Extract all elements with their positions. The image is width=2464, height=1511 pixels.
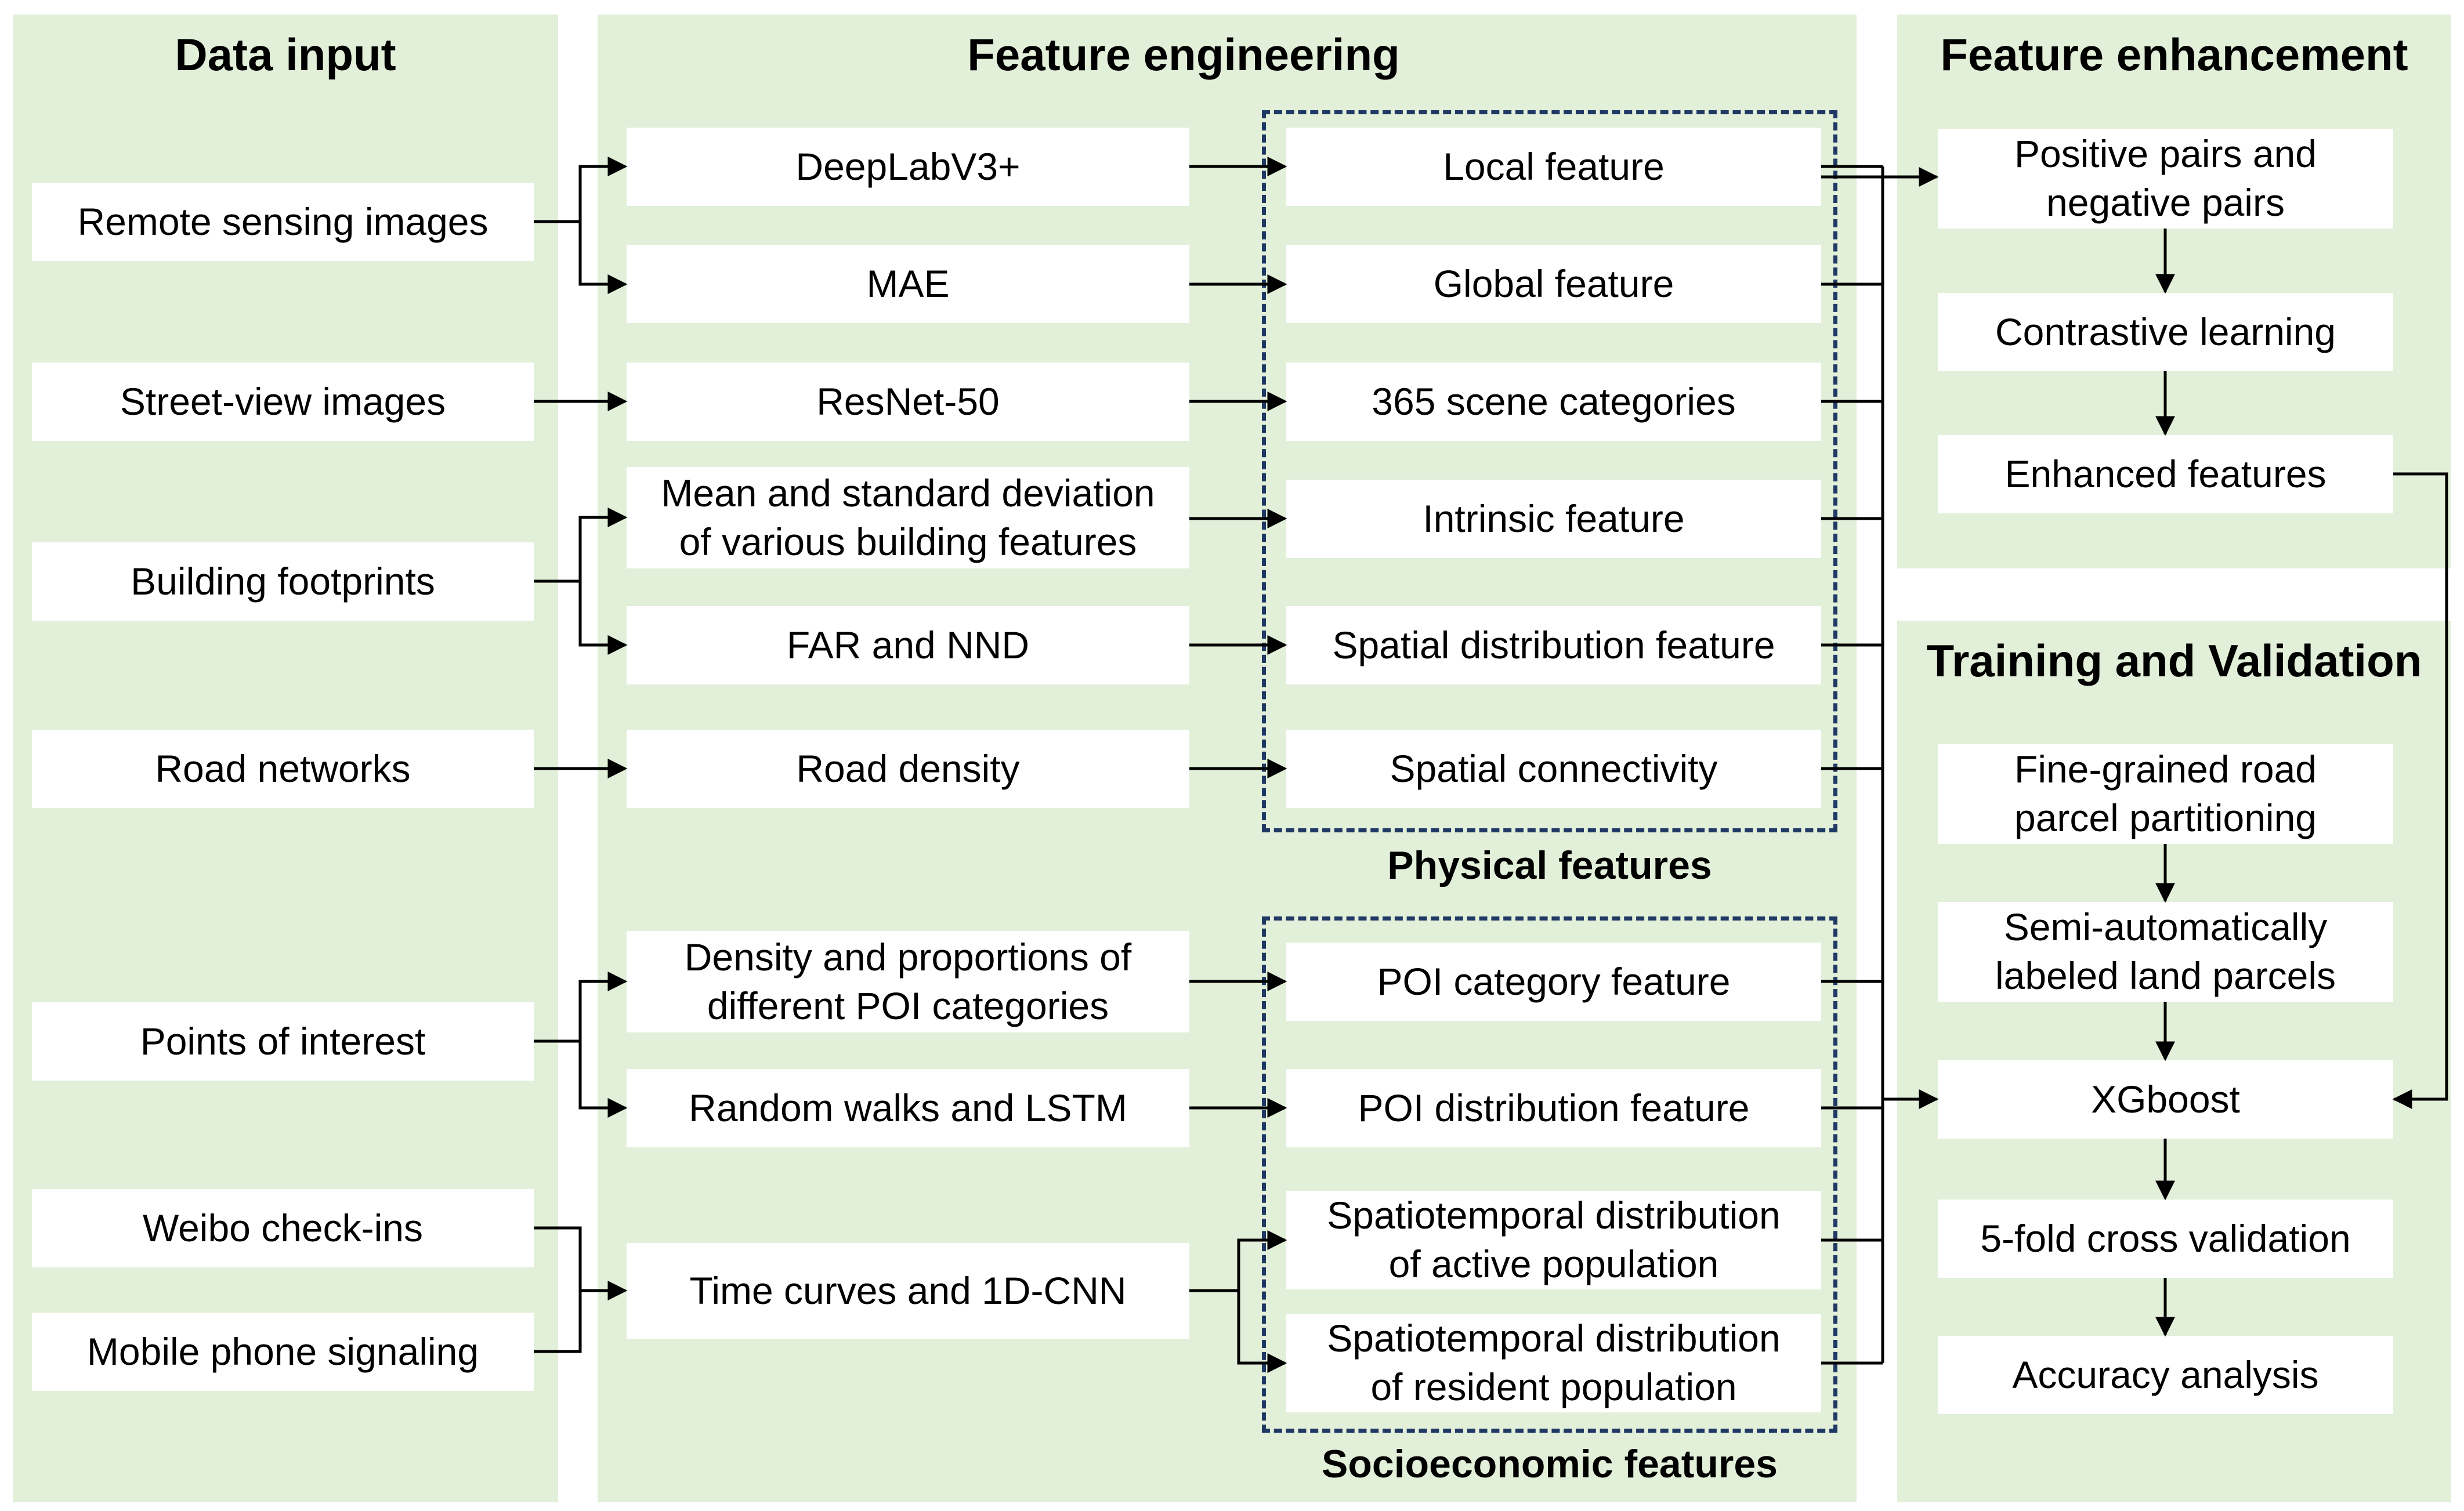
title-data-input: Data input xyxy=(175,29,396,80)
method-mean-std-line1: Mean and standard deviation xyxy=(661,471,1155,514)
input-mobile: Mobile phone signaling xyxy=(32,1313,534,1391)
conn-building-farnnd xyxy=(578,581,628,655)
feature-poi-category: POI category feature xyxy=(1286,943,1821,1021)
input-poi: Points of interest xyxy=(32,1002,534,1081)
feature-active-line1: Spatiotemporal distribution xyxy=(1327,1194,1781,1237)
feature-global: Global feature xyxy=(1286,245,1821,323)
train-partition: Fine-grained road parcel partitioning xyxy=(1938,744,2393,844)
conn-weibo-merge xyxy=(534,1226,582,1353)
train-cross-validation: 5-fold cross validation xyxy=(1938,1200,2393,1278)
feature-active-population: Spatiotemporal distribution of active po… xyxy=(1286,1191,1821,1289)
method-poi-density-line1: Density and proportions of xyxy=(684,935,1132,979)
train-labeled: Semi-automatically labeled land parcels xyxy=(1938,902,2393,1002)
enh-pairs-line2: negative pairs xyxy=(2046,181,2285,224)
train-labeled-line2: labeled land parcels xyxy=(1995,954,2336,997)
input-weibo: Weibo check-ins xyxy=(32,1189,534,1267)
input-building-footprints: Building footprints xyxy=(32,542,534,621)
physical-features-label: Physical features xyxy=(1387,843,1712,887)
method-mean-std-line2: of various building features xyxy=(679,520,1137,563)
method-far-nnd: FAR and NND xyxy=(627,606,1189,684)
method-poi-density: Density and proportions of different POI… xyxy=(627,931,1189,1032)
method-random-walks: Random walks and LSTM xyxy=(627,1069,1189,1147)
train-partition-line2: parcel partitioning xyxy=(2014,796,2317,839)
feature-spatial-connectivity: Spatial connectivity xyxy=(1286,730,1821,808)
method-poi-density-line2: different POI categories xyxy=(707,984,1109,1027)
enh-contrastive: Contrastive learning xyxy=(1938,293,2393,371)
feature-scene: 365 scene categories xyxy=(1286,363,1821,441)
title-feature-enhancement: Feature enhancement xyxy=(1940,29,2408,80)
title-training-validation: Training and Validation xyxy=(1926,635,2422,686)
method-mean-std: Mean and standard deviation of various b… xyxy=(627,467,1189,568)
feature-resident-population: Spatiotemporal distribution of resident … xyxy=(1286,1314,1821,1412)
feature-active-line2: of active population xyxy=(1388,1242,1719,1285)
socioeconomic-features-frame xyxy=(1262,916,1837,1433)
train-xgboost: XGboost xyxy=(1938,1060,2393,1139)
conn-timecurves-resident xyxy=(1237,1291,1287,1373)
train-partition-line1: Fine-grained road xyxy=(2014,748,2317,791)
enh-pairs-line1: Positive pairs and xyxy=(2014,132,2317,176)
conn-enhanced-xgboost xyxy=(2392,472,2448,1109)
conn-poi-density xyxy=(578,972,628,1041)
input-remote-sensing: Remote sensing images xyxy=(32,183,534,261)
feature-poi-distribution: POI distribution feature xyxy=(1286,1069,1821,1147)
enh-pairs: Positive pairs and negative pairs xyxy=(1938,129,2393,229)
input-road-networks: Road networks xyxy=(32,730,534,808)
train-accuracy: Accuracy analysis xyxy=(1938,1336,2393,1414)
conn-building-meanstd xyxy=(578,508,628,581)
input-street-view: Street-view images xyxy=(32,363,534,441)
socioeconomic-features-label: Socioeconomic features xyxy=(1321,1442,1778,1486)
feature-spatial-distribution: Spatial distribution feature xyxy=(1286,606,1821,684)
feature-resident-line1: Spatiotemporal distribution xyxy=(1327,1317,1781,1360)
title-feature-engineering: Feature engineering xyxy=(967,29,1400,80)
method-mae: MAE xyxy=(627,245,1189,323)
train-labeled-line1: Semi-automatically xyxy=(2003,905,2328,949)
method-road-density: Road density xyxy=(627,730,1189,808)
feature-resident-line2: of resident population xyxy=(1370,1365,1737,1408)
physical-features-frame xyxy=(1262,110,1837,832)
conn-remote-deeplab xyxy=(578,157,628,222)
method-resnet: ResNet-50 xyxy=(627,363,1189,441)
method-deeplab: DeepLabV3+ xyxy=(627,128,1189,206)
conn-timecurves-active xyxy=(1237,1230,1287,1291)
conn-remote-mae xyxy=(578,222,628,294)
method-time-curves: Time curves and 1D-CNN xyxy=(627,1243,1189,1339)
conn-poi-randomwalks xyxy=(578,1041,628,1118)
enh-enhanced: Enhanced features xyxy=(1938,435,2393,513)
feature-intrinsic: Intrinsic feature xyxy=(1286,480,1821,558)
feature-local: Local feature xyxy=(1286,128,1821,206)
